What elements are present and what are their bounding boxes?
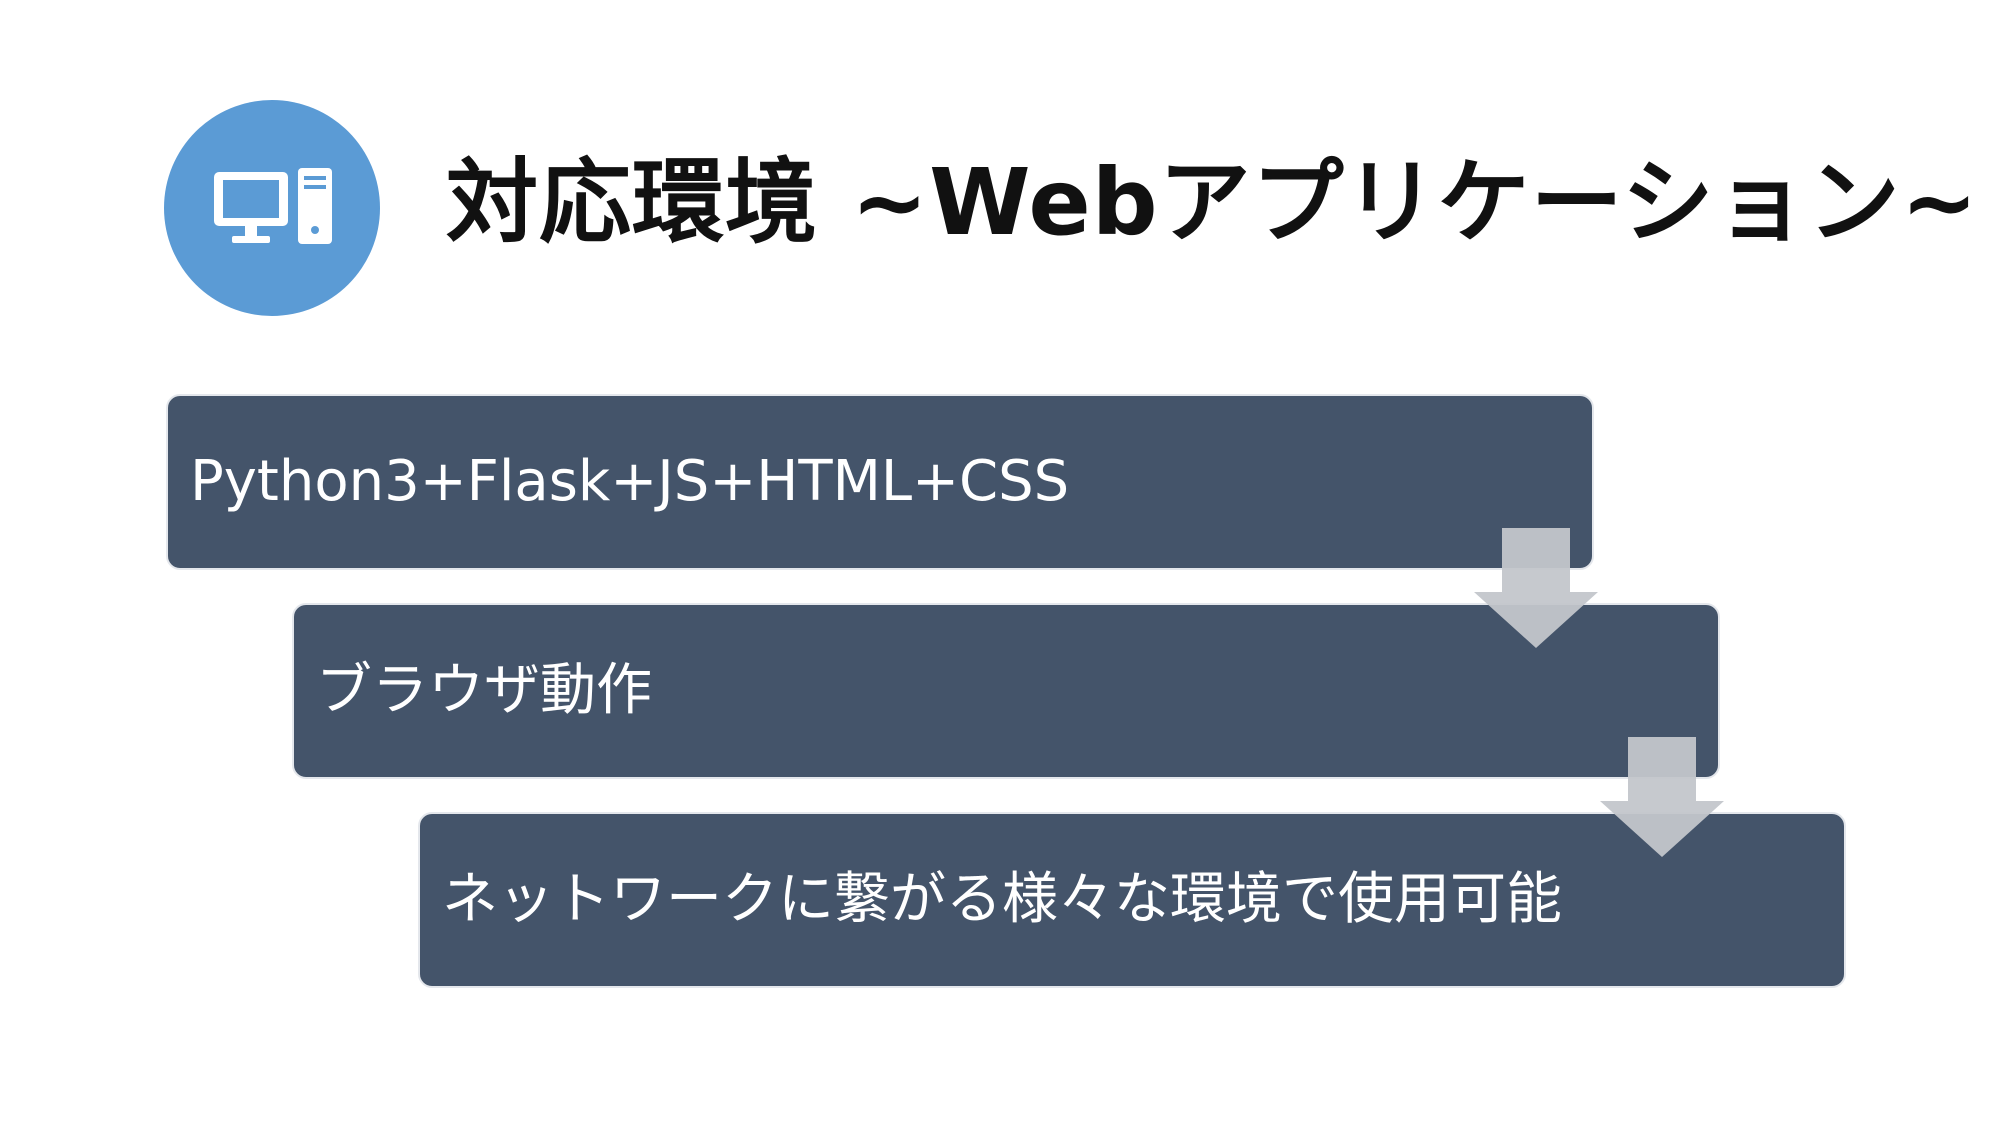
process-step-1: Python3+Flask+JS+HTML+CSS	[166, 394, 1594, 570]
down-arrow-icon	[1600, 737, 1724, 857]
process-step-2: ブラウザ動作	[292, 603, 1720, 779]
process-step-1-label: Python3+Flask+JS+HTML+CSS	[190, 449, 1070, 514]
process-step-3: ネットワークに繋がる様々な環境で使用可能	[418, 812, 1846, 988]
down-arrow-icon	[1474, 528, 1598, 648]
computer-icon-badge	[164, 100, 380, 316]
process-step-2-label: ブラウザ動作	[316, 658, 652, 723]
process-step-3-label: ネットワークに繋がる様々な環境で使用可能	[442, 867, 1562, 932]
slide-title: 対応環境 ~Webアプリケーション~	[446, 149, 1979, 256]
desktop-computer-icon	[214, 168, 332, 244]
